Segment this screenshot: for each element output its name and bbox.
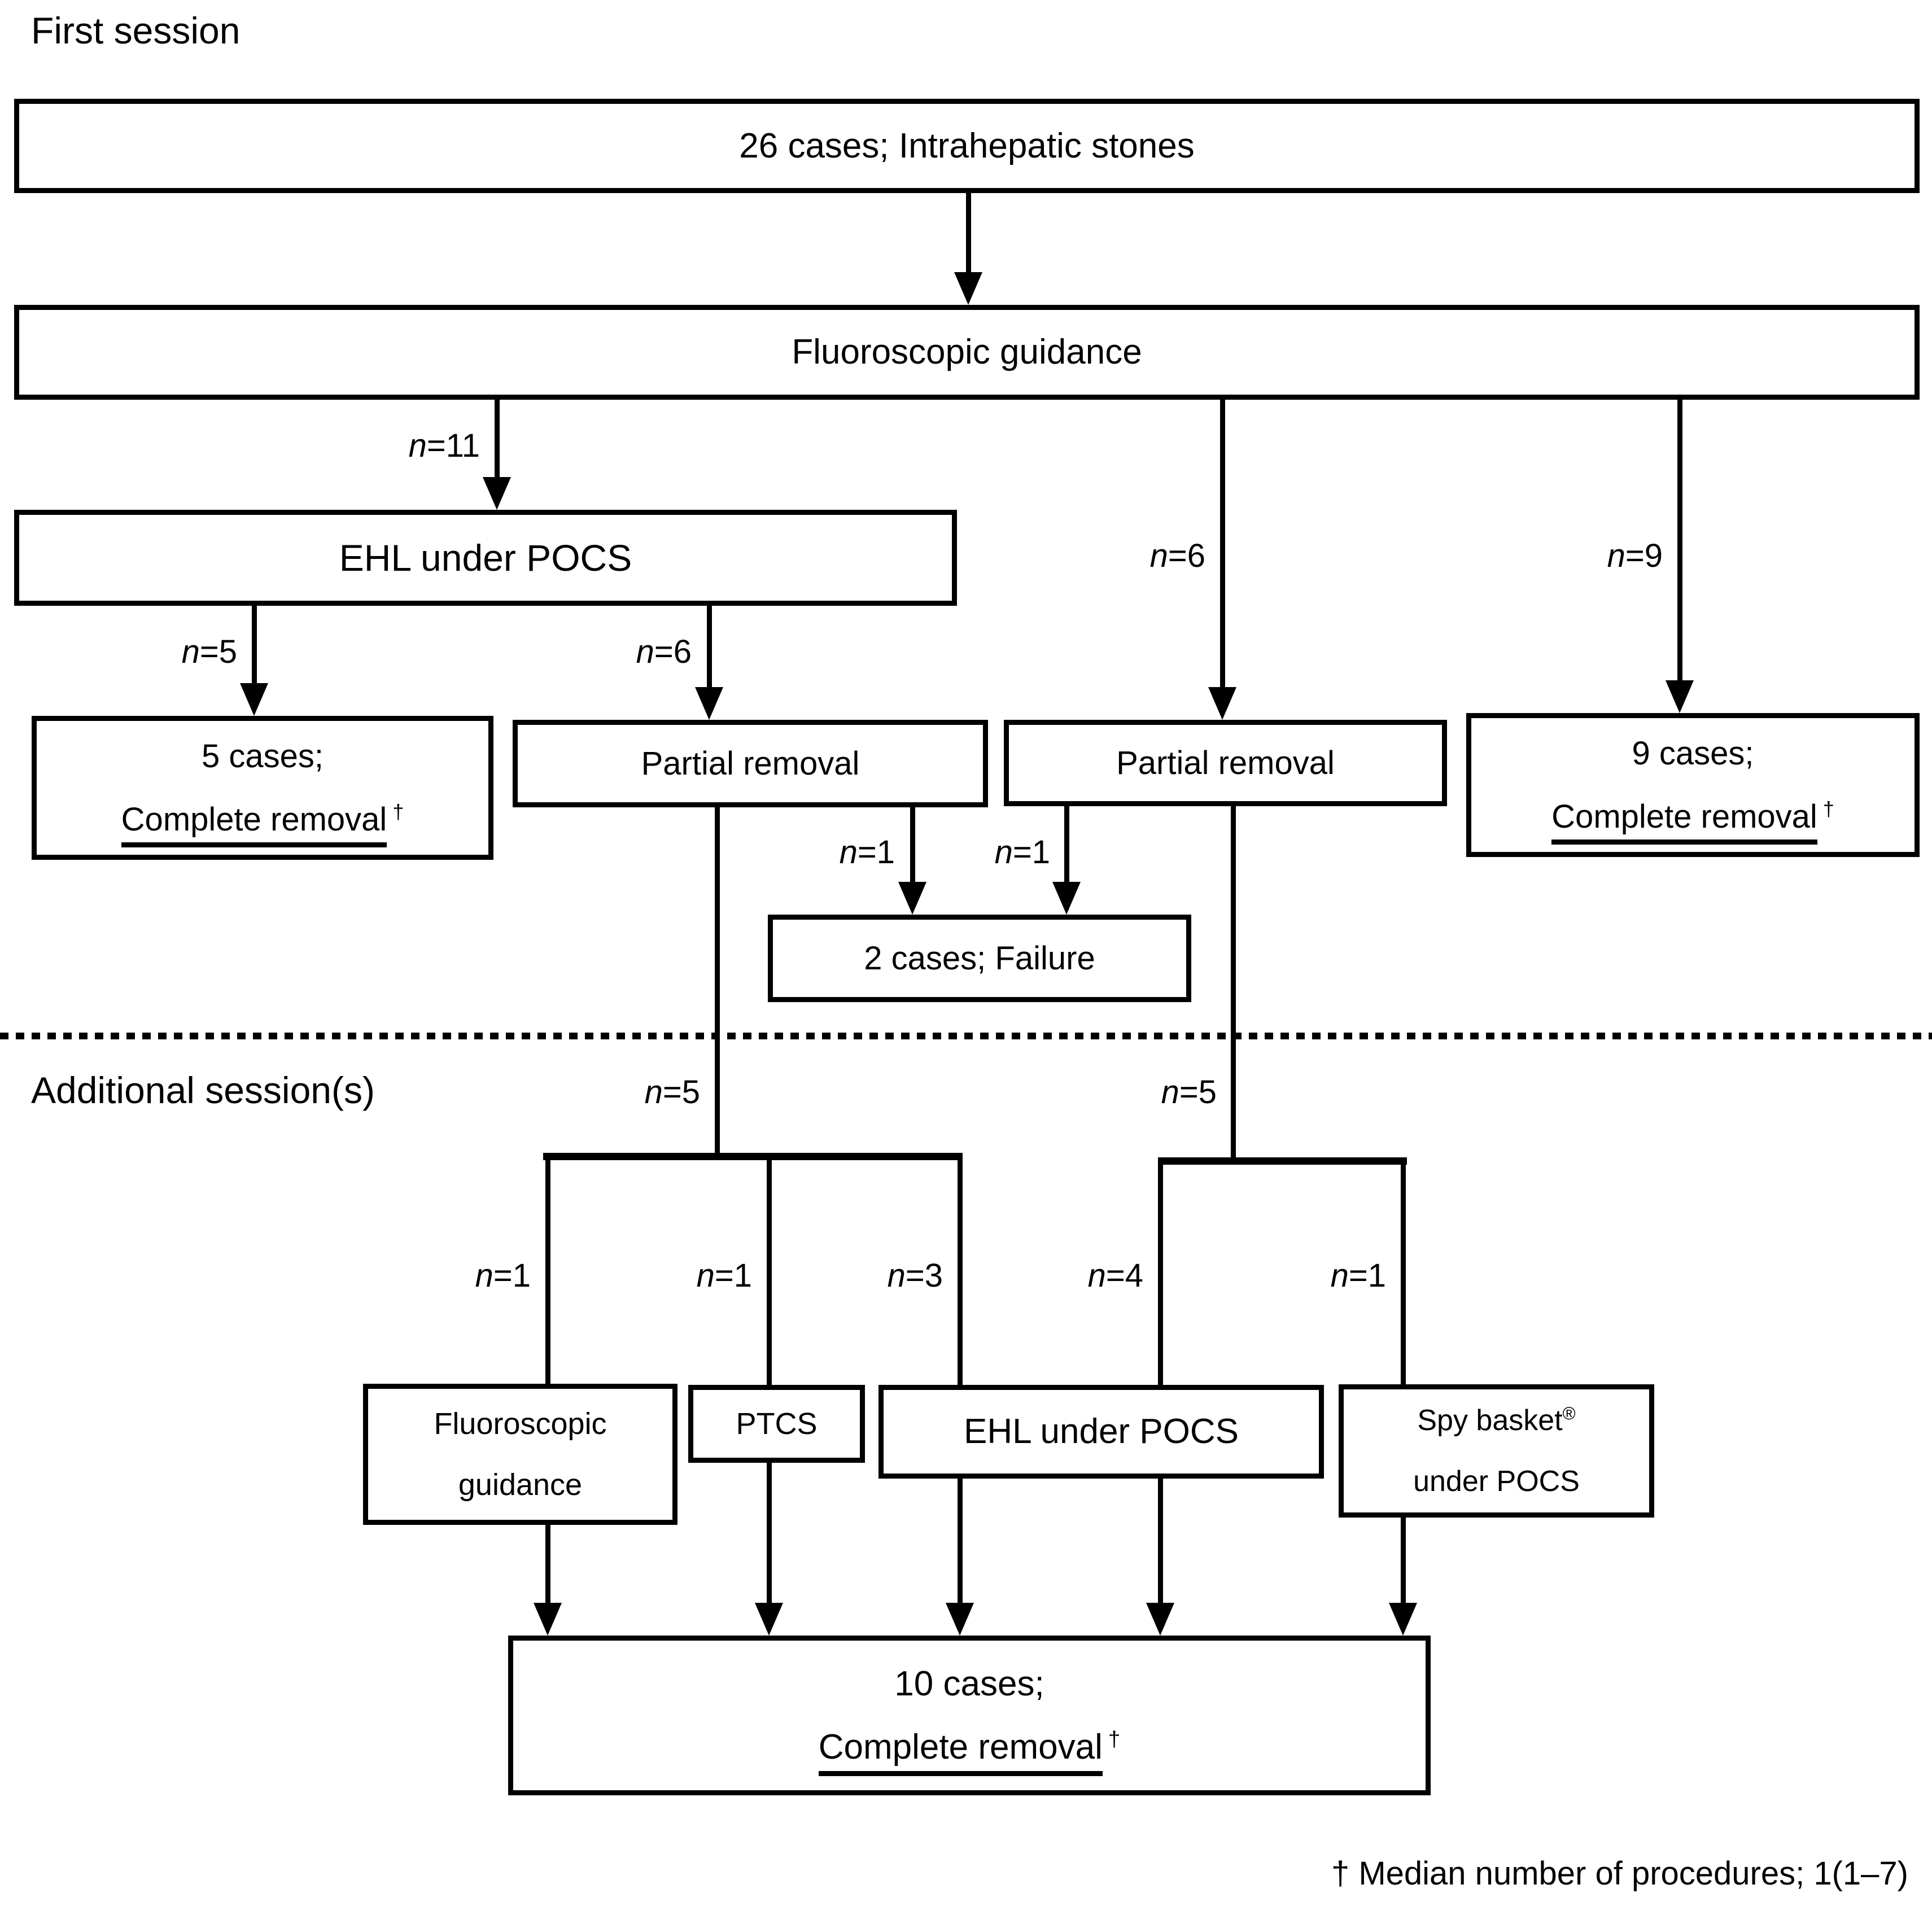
connector-fluoroscopic-to-partial-right <box>1220 400 1225 689</box>
node-text-line1: 10 cases; <box>894 1664 1044 1703</box>
node-text-line2: Complete removal† <box>121 788 404 851</box>
node-fluoroscopic-guidance-additional: Fluoroscopic guidance <box>363 1384 677 1525</box>
node-text: EHL under POCS <box>963 1412 1239 1451</box>
connector-partial-left-to-failure <box>910 807 915 884</box>
branch-label-n1-fluoroscopic2: n=1 <box>475 1257 531 1294</box>
underlined-text: Complete removal <box>1551 798 1817 845</box>
connector-fluoroscopic-to-ehl <box>495 400 500 479</box>
connector-26cases-to-fluoroscopic <box>966 193 971 276</box>
branch-label-n11: n=11 <box>408 427 480 464</box>
connector-ehl-to-5cases <box>252 606 257 685</box>
branch-label-n6-mid: n=6 <box>636 633 692 670</box>
underlined-text: Complete removal <box>818 1727 1103 1776</box>
node-ehl-under-pocs-additional: EHL under POCS <box>878 1385 1324 1479</box>
arrowhead-down-icon <box>483 477 511 510</box>
connector-fluoroscopic-to-9cases <box>1677 400 1682 683</box>
node-text-line2: Complete removal† <box>1551 785 1834 849</box>
section-label-first-session: First session <box>31 10 241 51</box>
branch-label-n1-ptcs: n=1 <box>696 1257 752 1294</box>
node-ehl-under-pocs-first: EHL under POCS <box>14 510 957 606</box>
connector-ehl-to-partial-left <box>707 606 712 689</box>
node-text-line1: Fluoroscopic <box>434 1407 607 1441</box>
connector-partial-left-to-additional <box>715 807 720 1160</box>
node-text: Fluoroscopic guidance <box>792 333 1142 371</box>
arrowhead-down-icon <box>1666 680 1694 713</box>
connector-partial-right-to-additional <box>1231 806 1236 1163</box>
spy-basket-text: Spy basket <box>1417 1404 1563 1437</box>
connector-bar-to-spy-basket <box>1401 1157 1406 1384</box>
node-fluoroscopic-guidance-first: Fluoroscopic guidance <box>14 305 1920 400</box>
node-text: 26 cases; Intrahepatic stones <box>739 126 1195 165</box>
node-partial-removal-right: Partial removal <box>1004 720 1447 806</box>
arrowhead-down-icon <box>1146 1603 1174 1636</box>
branch-label-n6-right: n=6 <box>1149 537 1205 574</box>
arrowhead-down-icon <box>946 1603 974 1636</box>
footnote-median-procedures: † Median number of procedures; 1(1–7) <box>1331 1855 1908 1892</box>
connector-bar-to-fluoroscopic2 <box>545 1153 550 1384</box>
node-ptcs: PTCS <box>688 1385 865 1463</box>
connector-spy-to-10cases <box>1401 1518 1406 1605</box>
connector-ptcs-to-10cases <box>767 1463 772 1605</box>
node-text-line1: Spy basket® <box>1417 1390 1575 1451</box>
branch-label-n3-ehl2: n=3 <box>887 1257 943 1294</box>
underlined-text: Complete removal <box>121 801 387 847</box>
node-26-cases-intrahepatic-stones: 26 cases; Intrahepatic stones <box>14 99 1920 193</box>
node-text: PTCS <box>736 1407 818 1441</box>
node-text-line2: Complete removal† <box>818 1716 1121 1779</box>
dagger-mark: † <box>1822 797 1834 821</box>
node-text: EHL under POCS <box>339 537 632 579</box>
connector-bar-to-ehl2-right <box>1158 1157 1163 1385</box>
arrowhead-down-icon <box>695 687 723 720</box>
node-spy-basket-under-pocs: Spy basket® under POCS <box>1339 1384 1654 1518</box>
connector-ehl2-right-to-10cases <box>1158 1479 1163 1605</box>
connector-bar-to-ehl2-left <box>958 1153 963 1385</box>
session-divider-dotted-line <box>0 1033 1932 1039</box>
node-text: 2 cases; Failure <box>864 939 1095 977</box>
node-9-cases-complete-removal: 9 cases; Complete removal† <box>1466 713 1920 857</box>
branch-label-n4-ehl2: n=4 <box>1087 1257 1143 1294</box>
dagger-mark: † <box>1108 1726 1121 1751</box>
node-text-line2: under POCS <box>1413 1465 1580 1498</box>
arrowhead-down-icon <box>954 272 982 305</box>
connector-partial-right-to-failure <box>1064 806 1069 884</box>
branch-label-n9: n=9 <box>1607 537 1663 574</box>
node-text-line2: guidance <box>458 1468 583 1502</box>
node-text-line1: 9 cases; <box>1632 734 1754 772</box>
node-text: Partial removal <box>1116 744 1335 781</box>
section-label-additional-sessions: Additional session(s) <box>31 1069 375 1111</box>
arrowhead-down-icon <box>1208 687 1236 720</box>
branch-label-n1-fail-left: n=1 <box>839 834 895 871</box>
node-2-cases-failure: 2 cases; Failure <box>768 915 1191 1002</box>
arrowhead-down-icon <box>1389 1603 1417 1636</box>
connector-fluoroscopic2-to-10cases <box>545 1524 550 1605</box>
arrowhead-down-icon <box>240 683 268 716</box>
branch-label-n5-left: n=5 <box>181 633 237 670</box>
registered-trademark-mark: ® <box>1562 1404 1576 1424</box>
node-5-cases-complete-removal: 5 cases; Complete removal† <box>32 716 493 860</box>
node-text-line1: 5 cases; <box>202 737 324 775</box>
arrowhead-down-icon <box>1052 882 1081 915</box>
branch-label-n1-spy: n=1 <box>1330 1257 1386 1294</box>
branch-label-n5-additional-right: n=5 <box>1161 1074 1217 1110</box>
node-partial-removal-left: Partial removal <box>513 720 988 807</box>
branch-bar-right <box>1158 1157 1407 1165</box>
node-10-cases-complete-removal: 10 cases; Complete removal† <box>508 1636 1431 1795</box>
connector-ehl2-left-to-10cases <box>958 1479 963 1605</box>
branch-label-n1-fail-right: n=1 <box>994 834 1050 871</box>
node-text: Partial removal <box>641 745 860 782</box>
connector-bar-to-ptcs <box>767 1153 772 1385</box>
arrowhead-down-icon <box>755 1603 783 1636</box>
branch-bar-left <box>543 1153 963 1160</box>
dagger-mark: † <box>392 800 404 824</box>
arrowhead-down-icon <box>534 1603 562 1636</box>
branch-label-n5-additional-left: n=5 <box>644 1074 700 1110</box>
arrowhead-down-icon <box>898 882 926 915</box>
